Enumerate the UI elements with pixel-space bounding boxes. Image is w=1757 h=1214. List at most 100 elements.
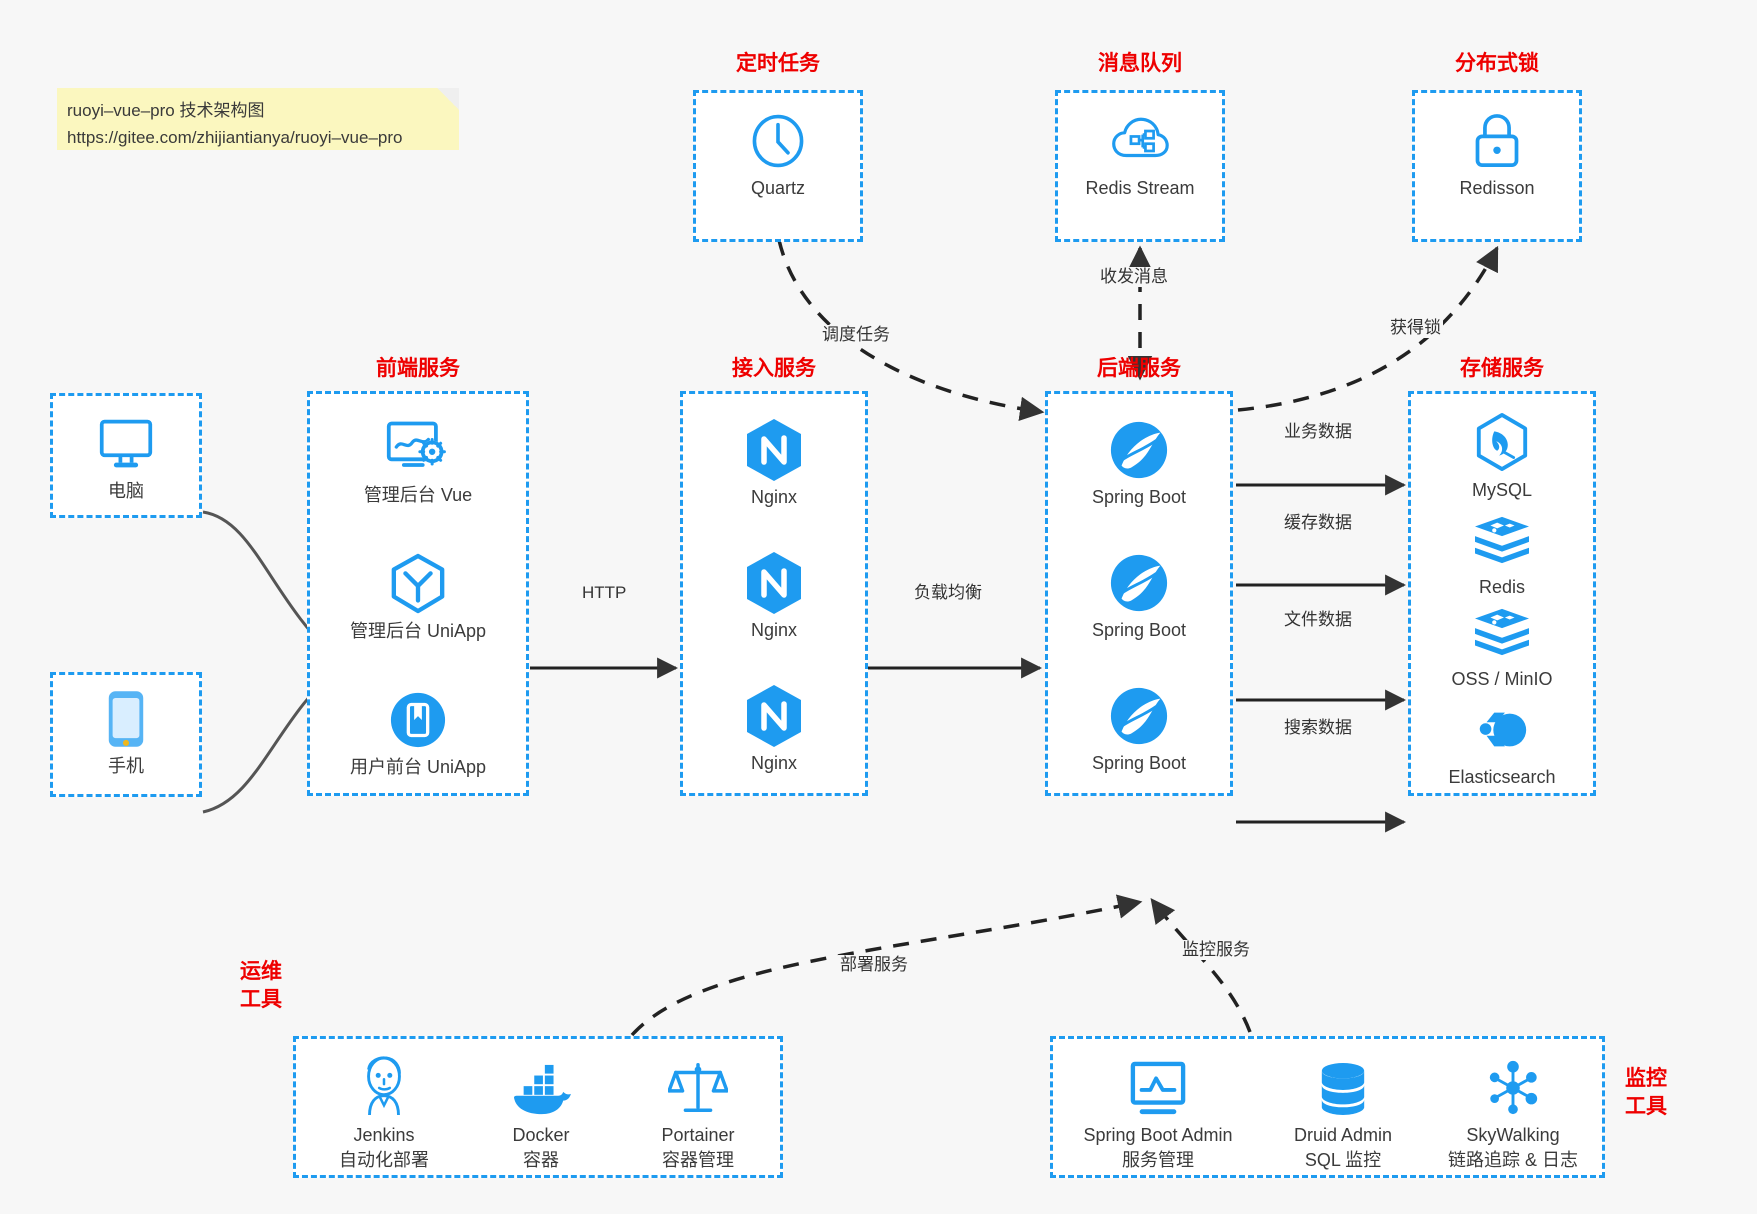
node-sublabel: 链路追踪 & 日志	[1447, 1150, 1578, 1170]
node-label: 管理后台 UniApp	[349, 621, 487, 641]
node-mobile[interactable]: 手机	[53, 688, 199, 778]
spring-boot-icon	[1048, 685, 1230, 747]
node-label: Spring Boot Admin	[1083, 1125, 1233, 1145]
mysql-icon	[1411, 412, 1593, 474]
node-oss-minio[interactable]: OSS / MinIO	[1411, 601, 1593, 691]
desktop-icon	[53, 413, 199, 475]
node-sublabel: 自动化部署	[339, 1150, 429, 1170]
dashboard-gear-icon	[310, 417, 526, 479]
edge-label-deploy-service: 部署服务	[838, 955, 910, 975]
group-box-scheduled-task: Quartz	[693, 90, 863, 242]
node-mysql[interactable]: MySQL	[1411, 412, 1593, 502]
group-title-message-queue: 消息队列	[1098, 52, 1182, 75]
edge-label-http: HTTP	[580, 583, 629, 603]
node-label: Redis	[1478, 577, 1526, 597]
client-box-desktop: 电脑	[50, 393, 202, 518]
nginx-icon	[683, 419, 865, 481]
node-quartz[interactable]: Quartz	[696, 110, 860, 200]
devops-title-line2: 工具	[240, 988, 282, 1011]
devops-title-line1: 运维	[240, 960, 282, 983]
edge-label-search-data: 搜索数据	[1282, 718, 1354, 738]
group-title-monitoring: 监控 工具	[1613, 1065, 1679, 1121]
node-label: Nginx	[750, 487, 798, 507]
node-nginx-3[interactable]: Nginx	[683, 685, 865, 775]
lock-icon	[1415, 110, 1579, 172]
node-label: Spring Boot	[1091, 753, 1187, 773]
spring-boot-icon	[1048, 552, 1230, 614]
node-jenkins[interactable]: Jenkins 自动化部署	[314, 1051, 454, 1173]
redis-icon	[1411, 509, 1593, 571]
node-portainer[interactable]: Portainer 容器管理	[628, 1051, 768, 1173]
node-sublabel: 服务管理	[1122, 1150, 1194, 1170]
node-label: 用户前台 UniApp	[349, 757, 487, 777]
group-box-message-queue: Redis Stream	[1055, 90, 1225, 242]
group-title-backend: 后端服务	[1097, 357, 1181, 380]
node-admin-uniapp[interactable]: 管理后台 UniApp	[310, 553, 526, 643]
node-desktop[interactable]: 电脑	[53, 413, 199, 503]
node-label: Druid Admin	[1293, 1125, 1393, 1145]
skywalking-icon	[1428, 1051, 1598, 1117]
edge-label-business-data: 业务数据	[1282, 422, 1354, 442]
group-box-backend: Spring Boot Spring Boot Spring Boot	[1045, 391, 1233, 796]
edge-label-file-data: 文件数据	[1282, 610, 1354, 630]
node-label: SkyWalking	[1466, 1125, 1560, 1145]
node-label: 手机	[108, 756, 144, 776]
monitoring-title-line1: 监控	[1625, 1067, 1667, 1090]
mobile-icon	[53, 688, 199, 750]
node-spring-boot-1[interactable]: Spring Boot	[1048, 419, 1230, 509]
group-box-distributed-lock: Redisson	[1412, 90, 1582, 242]
node-nginx-2[interactable]: Nginx	[683, 552, 865, 642]
cloud-stream-icon	[1058, 110, 1222, 172]
node-skywalking[interactable]: SkyWalking 链路追踪 & 日志	[1428, 1051, 1598, 1173]
node-label: Jenkins	[353, 1125, 415, 1145]
node-label: OSS / MinIO	[1451, 669, 1553, 689]
nginx-icon	[683, 552, 865, 614]
edge-label-send-receive-message: 收发消息	[1098, 267, 1170, 287]
group-title-scheduled-task: 定时任务	[736, 52, 820, 75]
note-url: https://gitee.com/zhijiantianya/ruoyi–vu…	[67, 128, 403, 147]
node-redisson[interactable]: Redisson	[1415, 110, 1579, 200]
node-sublabel: 容器	[523, 1150, 559, 1170]
note-title: ruoyi–vue–pro 技术架构图	[67, 101, 265, 120]
node-spring-boot-admin[interactable]: Spring Boot Admin 服务管理	[1063, 1051, 1253, 1173]
node-user-uniapp[interactable]: 用户前台 UniApp	[310, 689, 526, 779]
group-box-frontend: 管理后台 Vue 管理后台 UniApp 用户前台 UniApp	[307, 391, 529, 796]
node-label: Quartz	[750, 178, 806, 198]
node-nginx-1[interactable]: Nginx	[683, 419, 865, 509]
node-label: 管理后台 Vue	[363, 485, 473, 505]
edge-label-acquire-lock: 获得锁	[1388, 318, 1443, 338]
spring-boot-icon	[1048, 419, 1230, 481]
group-box-monitoring: Spring Boot Admin 服务管理 Druid Admin SQL 监…	[1050, 1036, 1605, 1178]
node-label: Nginx	[750, 753, 798, 773]
node-label: Nginx	[750, 620, 798, 640]
node-sublabel: SQL 监控	[1304, 1150, 1382, 1170]
group-title-gateway: 接入服务	[732, 357, 816, 380]
group-title-frontend: 前端服务	[376, 357, 460, 380]
node-label: Spring Boot	[1091, 487, 1187, 507]
oss-icon	[1411, 601, 1593, 663]
note-fold-icon	[437, 88, 459, 110]
monitoring-title-line2: 工具	[1625, 1095, 1667, 1118]
node-elasticsearch[interactable]: Elasticsearch	[1411, 699, 1593, 789]
edge-label-cache-data: 缓存数据	[1282, 513, 1354, 533]
node-docker[interactable]: Docker 容器	[471, 1051, 611, 1173]
database-icon	[1268, 1051, 1418, 1117]
node-druid-admin[interactable]: Druid Admin SQL 监控	[1268, 1051, 1418, 1173]
clock-icon	[696, 110, 860, 172]
node-label: MySQL	[1471, 480, 1532, 500]
node-label: Elasticsearch	[1448, 767, 1556, 787]
node-redis-stream[interactable]: Redis Stream	[1058, 110, 1222, 200]
node-admin-vue[interactable]: 管理后台 Vue	[310, 417, 526, 507]
node-redis[interactable]: Redis	[1411, 509, 1593, 599]
node-spring-boot-3[interactable]: Spring Boot	[1048, 685, 1230, 775]
diagram-note: ruoyi–vue–pro 技术架构图 https://gitee.com/zh…	[57, 88, 459, 150]
scales-icon	[628, 1051, 768, 1117]
node-spring-boot-2[interactable]: Spring Boot	[1048, 552, 1230, 642]
group-box-devops-main: Jenkins 自动化部署 Docker 容器	[293, 1036, 783, 1178]
client-box-mobile: 手机	[50, 672, 202, 797]
node-label: Docker	[512, 1125, 570, 1145]
jenkins-icon	[314, 1051, 454, 1117]
nginx-icon	[683, 685, 865, 747]
group-title-storage: 存储服务	[1460, 357, 1544, 380]
